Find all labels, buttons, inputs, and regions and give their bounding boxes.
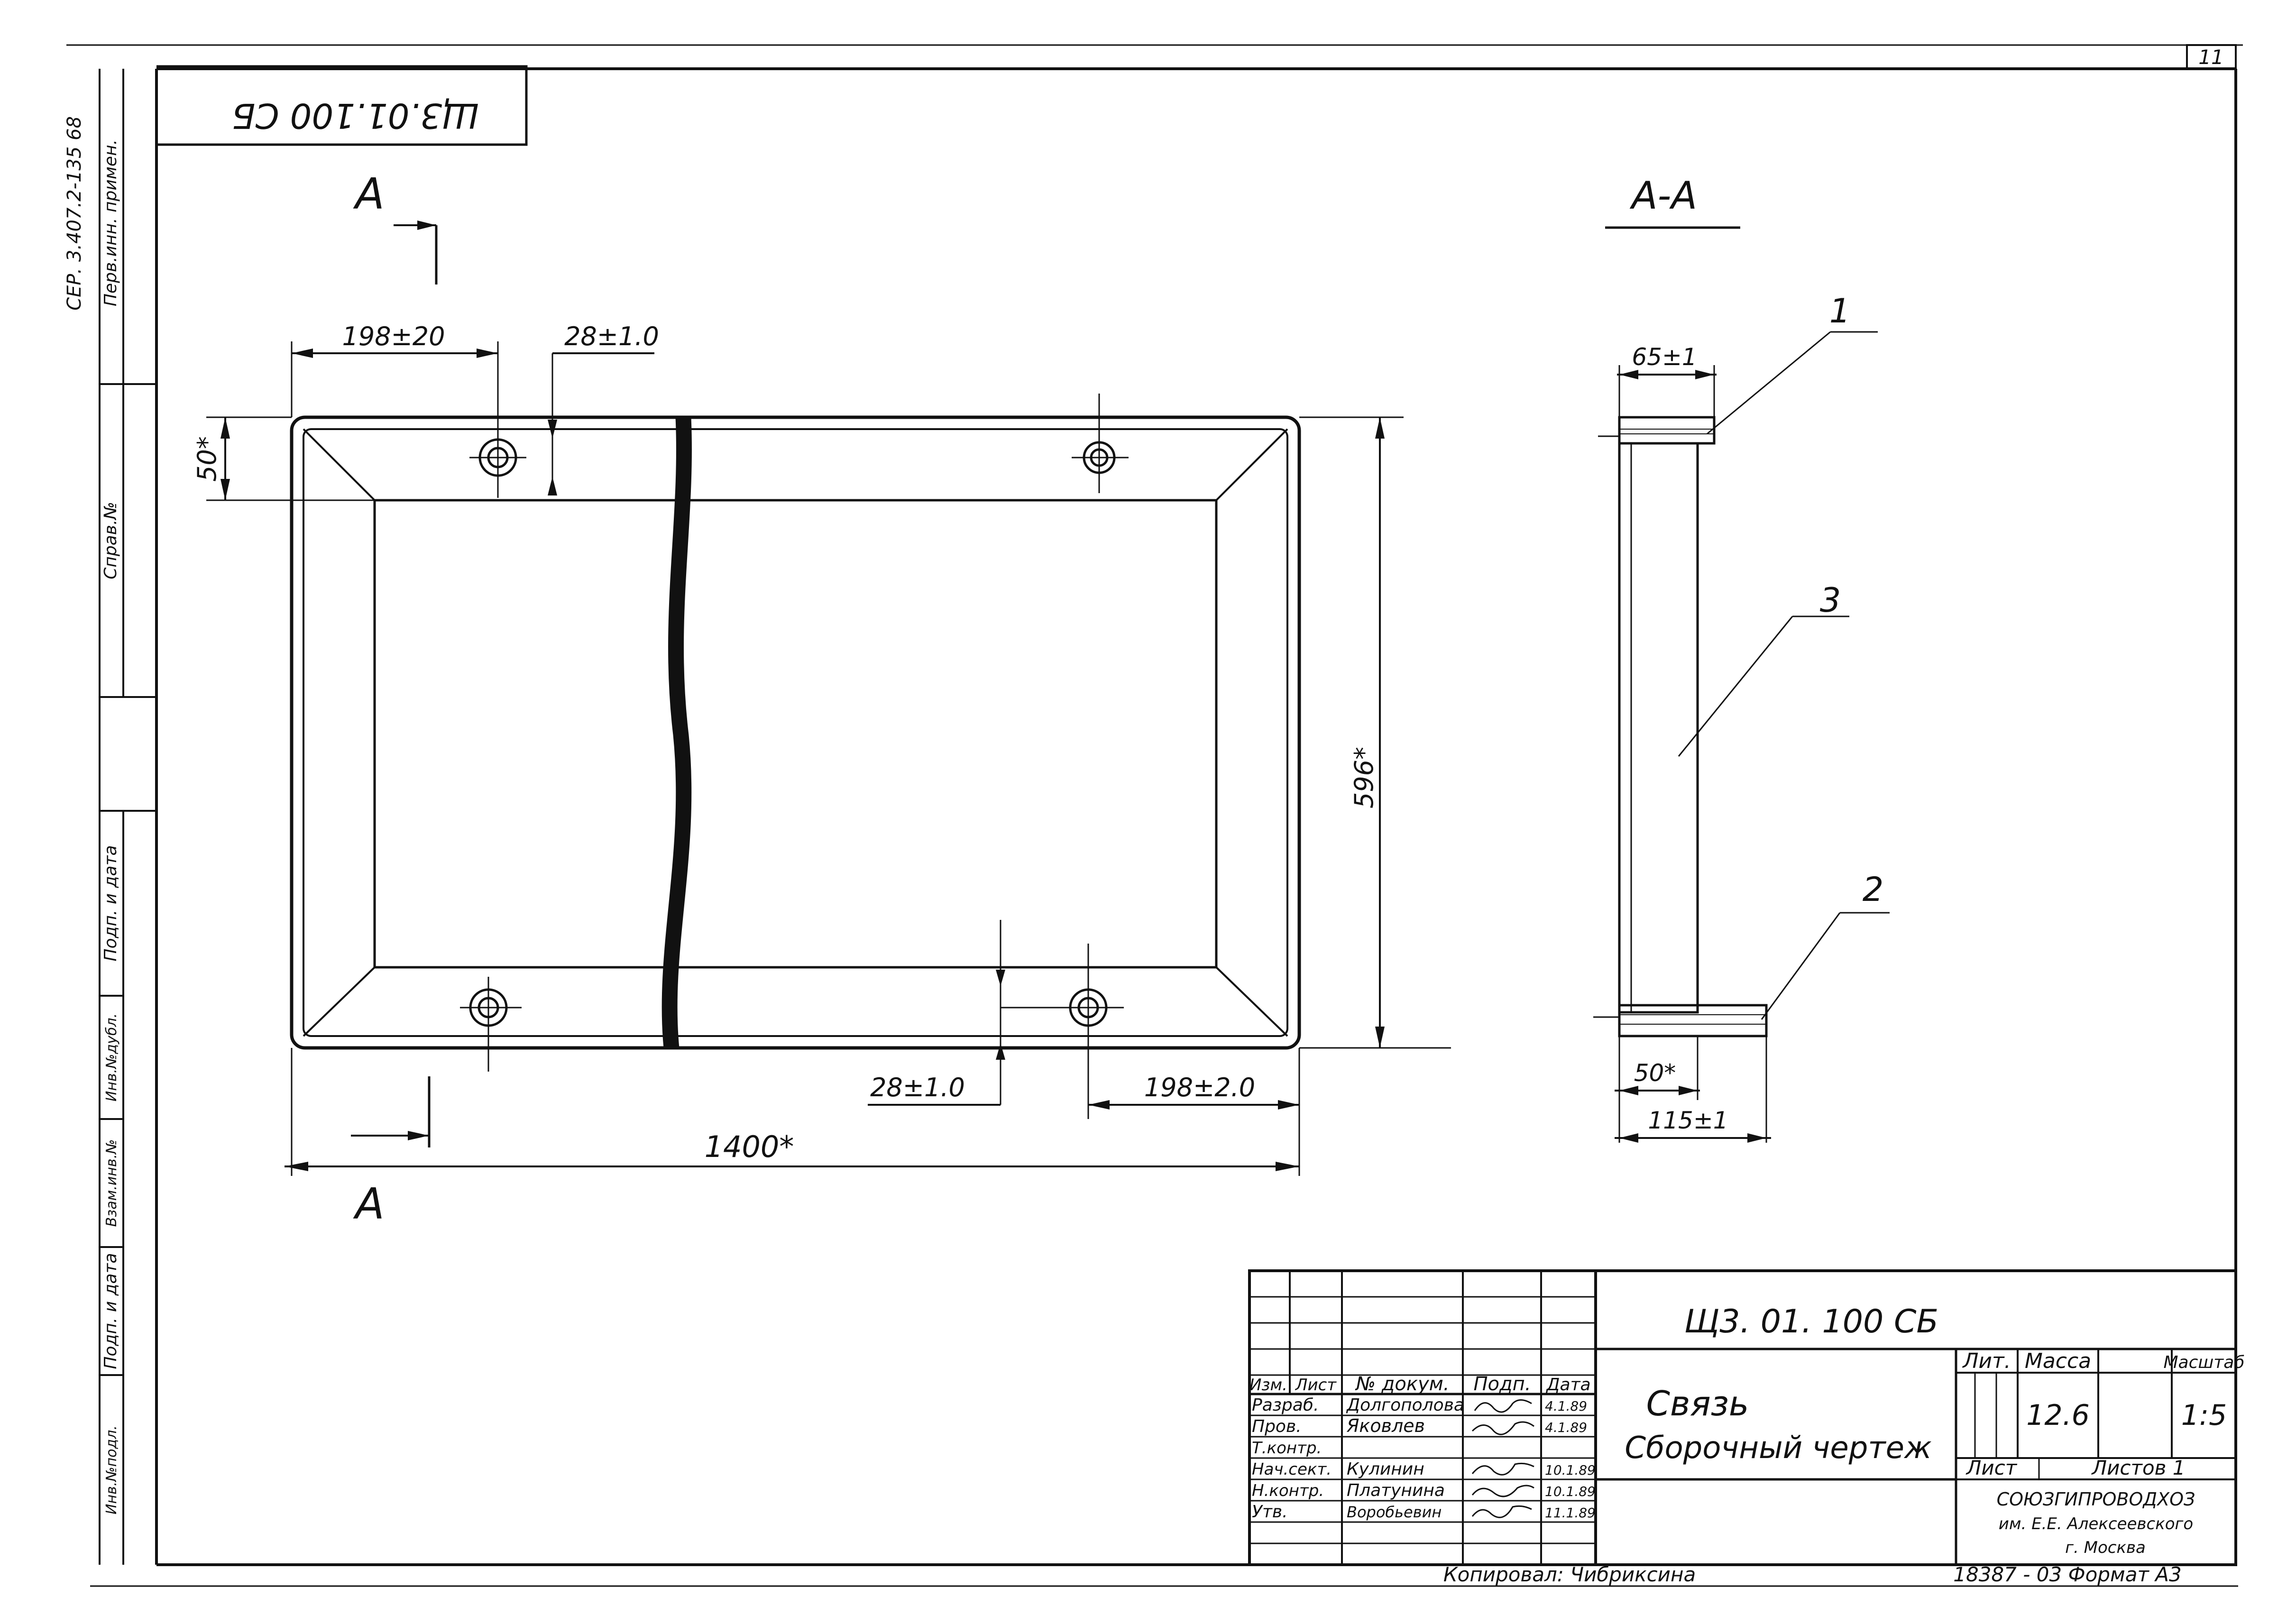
left-strip: СЕР. 3.407.2-135 68 Перв.инн. примен. Сп… (64, 69, 156, 1565)
dim-115-label: 115±1 (1648, 1107, 1728, 1134)
section-top-flange (1618, 416, 1716, 445)
page-number: 11 (2198, 46, 2223, 69)
dim-28-bottom-label: 28±1.0 (870, 1073, 965, 1102)
row-name: Платунина (1347, 1481, 1445, 1500)
col-sign: Подп. (1473, 1373, 1531, 1395)
head-mass: Масса (2025, 1349, 2091, 1373)
dim-65: 65±1 (1617, 343, 1717, 379)
col-docnum: № докум. (1355, 1373, 1449, 1395)
strip-first-use: Перв.инн. примен. (101, 139, 120, 306)
title-designation: Щ3. 01. 100 СБ (1684, 1303, 1938, 1340)
callout-3: 3 (1678, 581, 1849, 757)
title-block: Щ3. 01. 100 СБ Связь Сборочный чертеж Ли… (1248, 1269, 2245, 1566)
scale-value: 1:5 (2181, 1399, 2227, 1432)
row-role: Пров. (1252, 1417, 1302, 1436)
callout-2-label: 2 (1863, 870, 1884, 909)
dim-50-left: 50* (192, 416, 375, 501)
head-scale: Масштаб (2163, 1353, 2244, 1372)
page-number-box: 11 (2186, 44, 2237, 70)
section-marker-bottom: А (351, 1076, 431, 1229)
section-web (1618, 442, 1699, 1014)
signatures (1471, 1399, 1534, 1518)
row-role: Утв. (1252, 1502, 1288, 1522)
dim-28-top-label: 28±1.0 (564, 321, 659, 351)
section-letter-top: А (353, 169, 385, 219)
row-date: 10.1.89 (1545, 1484, 1596, 1499)
callout-1-label: 1 (1829, 292, 1851, 330)
row-role: Разраб. (1252, 1395, 1319, 1415)
row-date: 10.1.89 (1545, 1462, 1596, 1478)
sheet-label: Лист (1965, 1456, 2018, 1479)
frame-opening (373, 499, 1218, 969)
callout-3-label: 3 (1820, 581, 1841, 620)
row-date: 4.1.89 (1545, 1420, 1587, 1435)
row-date: 11.1.89 (1545, 1505, 1596, 1521)
row-name: Воробьевин (1347, 1503, 1442, 1521)
footer-format: 18387 - 03 Формат А3 (1953, 1563, 2181, 1586)
section-title: А-А (1629, 174, 1697, 218)
row-role: Нач.сект. (1252, 1460, 1332, 1479)
row-date: 4.1.89 (1545, 1398, 1587, 1414)
section-letter-bottom: А (353, 1179, 385, 1229)
head-lit: Лит. (1962, 1349, 2011, 1373)
org-line-3: г. Москва (2065, 1538, 2146, 1557)
title-name-1: Связь (1646, 1384, 1749, 1423)
dim-596-right: 596* (1299, 416, 1451, 1049)
dim-596-label: 596* (1349, 747, 1379, 808)
strip-vzam-inv: Взам.инв.№ (103, 1139, 120, 1227)
row-role: Т.контр. (1252, 1439, 1322, 1458)
dim-198-bottom-label: 198±2.0 (1144, 1073, 1255, 1102)
callout-1: 1 (1707, 292, 1878, 435)
col-list: Лист (1295, 1376, 1337, 1395)
dim-198-top-label: 198±20 (342, 321, 445, 351)
row-name: Яковлев (1346, 1415, 1425, 1436)
callout-2: 2 (1761, 870, 1890, 1020)
row-name: Кулинин (1347, 1459, 1424, 1479)
dim-50-left-label: 50* (192, 436, 222, 482)
col-izm: Изм. (1249, 1376, 1287, 1395)
strip-sign-date-1: Подп. и дата (101, 845, 120, 961)
strip-inv-dubl: Инв.№дубл. (103, 1013, 120, 1101)
strip-sign-date-2: Подп. и дата (101, 1253, 120, 1369)
row-name: Долгополова (1346, 1395, 1464, 1415)
section-marker-top: А (353, 169, 438, 284)
footer-copied: Копировал: Чибриксина (1443, 1563, 1696, 1586)
sheet-frame (66, 44, 2243, 1587)
org-line-2: им. Е.Е. Алексеевского (1999, 1514, 2193, 1533)
dim-28-top: 28±1.0 (548, 321, 659, 495)
series-ref: СЕР. 3.407.2-135 68 (64, 116, 85, 311)
dim-198-top: 198±20 (291, 321, 499, 417)
sheets-label: Листов 1 (2091, 1456, 2186, 1479)
org-line-1: СОЮЗГИПРОВОДХОЗ (1997, 1489, 2195, 1510)
dim-1400-label: 1400* (705, 1129, 794, 1164)
dim-115: 115±1 (1615, 1107, 1771, 1143)
frame-outer-inner (303, 428, 1288, 1037)
section-bottom-flange (1618, 1004, 1768, 1037)
dim-1400: 1400* (285, 1048, 1300, 1176)
strip-inv-orig: Инв.№подл. (103, 1425, 120, 1514)
dim-65-label: 65±1 (1632, 343, 1697, 371)
dim-50-section: 50* (1615, 1059, 1700, 1095)
main-view: 198±20 28±1.0 50* 596* (192, 169, 1451, 1229)
row-role: Н.контр. (1252, 1481, 1324, 1500)
frame-outer (290, 415, 1301, 1050)
top-stamp-text: Щ3.01.100 СБ (232, 96, 479, 136)
strip-ref-no: Справ.№ (101, 502, 120, 579)
title-name-2: Сборочный чертеж (1625, 1431, 1932, 1466)
mass-value: 12.6 (2026, 1399, 2090, 1432)
col-date: Дата (1545, 1375, 1590, 1395)
dim-50-section-label: 50* (1634, 1059, 1676, 1087)
section-view: А-А 65±1 50* (1593, 174, 1890, 1143)
top-stamp: Щ3.01.100 СБ (156, 65, 528, 146)
dim-28-bottom: 28±1.0 (868, 920, 1005, 1106)
dim-198-bottom: 198±2.0 (1087, 1043, 1300, 1119)
